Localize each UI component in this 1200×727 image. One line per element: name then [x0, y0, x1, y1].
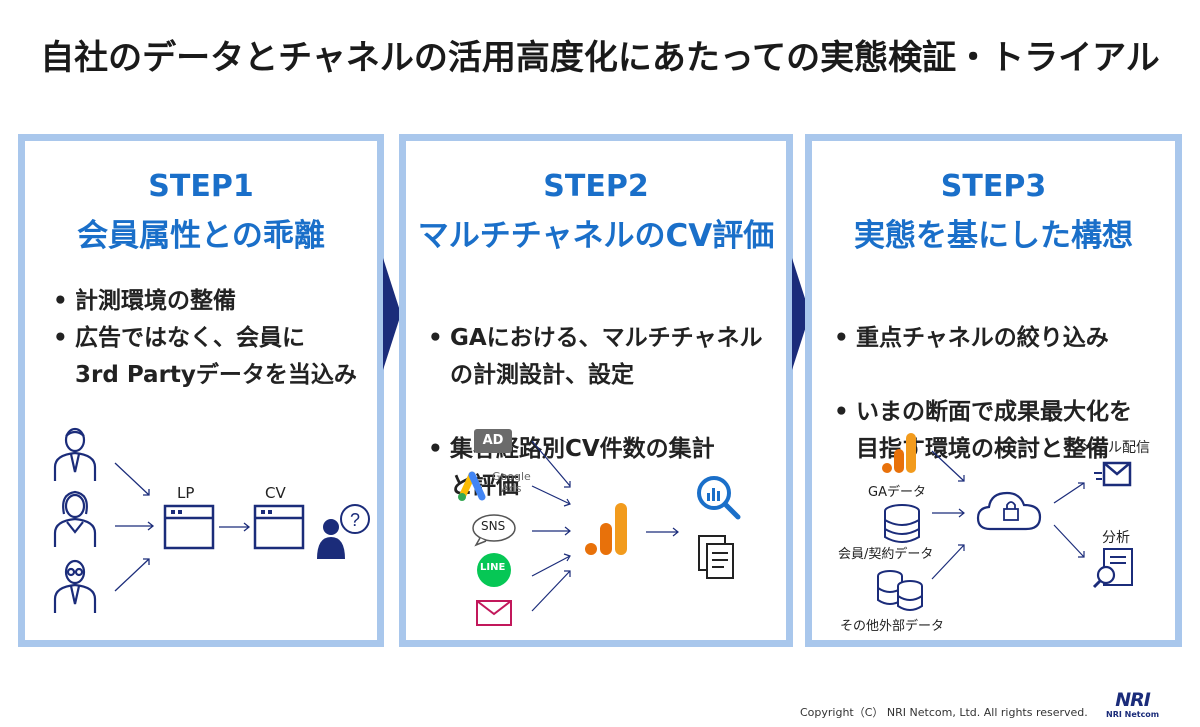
search-analytics-icon: [697, 476, 741, 520]
step2-panel: STEP2 マルチチャネルのCV評価 GAにおける、マルチチャネル の計測設計、…: [399, 134, 793, 647]
google-analytics-icon: [585, 503, 627, 555]
step-arrow-1: [383, 258, 401, 370]
step1-header: STEP1 会員属性との乖離: [25, 169, 377, 255]
step3-bullets: 重点チャネルの絞り込み いまの断面で成果最大化を 目指す環境の検討と整備: [830, 283, 1180, 505]
step1-bullet-2: 広告ではなく、会員に 3rd Partyデータを当込み: [49, 320, 379, 394]
line-icon: [477, 553, 511, 587]
sns-label: SNS: [481, 519, 506, 533]
step2-input-arrows: [531, 440, 571, 612]
person-man-icon: [53, 427, 97, 481]
step3-header: STEP3 実態を基にした構想: [812, 169, 1175, 255]
step2-number: STEP2: [543, 169, 649, 204]
step3-heading: 実態を基にした構想: [854, 218, 1133, 254]
copyright: Copyright（C） NRI Netcom, Ltd. All rights…: [800, 706, 1088, 719]
google-ads-label: Google Ads: [492, 471, 531, 495]
step3-bullet-1: 重点チャネルの絞り込み: [830, 320, 1180, 357]
logo-mark: NRI: [1115, 689, 1151, 711]
ga-data-label: GAデータ: [868, 485, 926, 500]
step2-header: STEP2 マルチチャネルのCV評価: [406, 169, 786, 255]
line-label: LINE: [480, 562, 506, 573]
logo-text: NRI Netcom: [1106, 710, 1160, 719]
database-icon: [884, 504, 920, 543]
ga-icon: [882, 433, 916, 473]
step1-number: STEP1: [148, 169, 254, 204]
lp-label: LP: [177, 484, 195, 502]
svg-text:?: ?: [350, 510, 360, 530]
step2-heading: マルチチャネルのCV評価: [417, 218, 775, 254]
cv-label: CV: [265, 484, 286, 502]
user-question-icon: ?: [317, 504, 370, 559]
step2-bullet-1: GAにおける、マルチチャネル の計測設計、設定: [424, 320, 790, 394]
analysis-label: 分析: [1102, 530, 1130, 546]
ad-icon: AD: [474, 429, 512, 453]
nri-logo: NRI NRI Netcom: [1106, 690, 1159, 719]
step3-output-arrows: [1053, 482, 1085, 558]
step1-bullets: 計測環境の整備 広告ではなく、会員に 3rd Partyデータを当込み: [49, 283, 379, 394]
page-title: 自社のデータとチャネルの活用高度化にあたっての実態検証・トライアル: [40, 38, 1160, 78]
step3-panel: STEP3 実態を基にした構想 重点チャネルの絞り込み いまの断面で成果最大化を…: [805, 134, 1182, 647]
other-data-label: その他外部データ: [840, 619, 945, 634]
mail-icon: [476, 600, 512, 626]
ads-text: Ads: [501, 482, 522, 495]
lp-cv-windows: [163, 504, 305, 550]
step3-number: STEP3: [940, 169, 1047, 204]
step1-bullet-1: 計測環境の整備: [49, 283, 379, 320]
step2-bullets: GAにおける、マルチチャネル の計測設計、設定 集客経路別CV件数の集計 と評価: [424, 283, 790, 542]
person-elder-icon: [53, 559, 97, 613]
analysis-report-icon: [1092, 548, 1133, 589]
step3-bullet-2: いまの断面で成果最大化を 目指す環境の検討と整備: [830, 394, 1180, 468]
lp-window-icon: [163, 504, 215, 550]
sns-bubble-icon: [472, 514, 516, 547]
person-woman-icon: [53, 490, 97, 547]
step1-panel: STEP1 会員属性との乖離 計測環境の整備 広告ではなく、会員に 3rd Pa…: [18, 134, 384, 647]
documents-icon: [698, 535, 734, 579]
mail-send-icon: [1094, 461, 1132, 487]
google-ads-icon: [458, 471, 486, 501]
persons-group: [53, 427, 97, 613]
step2-output-arrow: [646, 527, 679, 537]
cloud-lock-icon: [976, 491, 1042, 531]
mail-delivery-label: メール配信: [1080, 440, 1150, 456]
step1-heading: 会員属性との乖離: [77, 218, 325, 254]
google-text: Google: [492, 470, 531, 483]
external-database-icon: [877, 570, 923, 611]
step1-input-arrows: [114, 462, 155, 592]
step3-input-arrows: [931, 450, 965, 580]
member-data-label: 会員/契約データ: [838, 547, 934, 562]
cv-window-icon: [253, 504, 305, 550]
